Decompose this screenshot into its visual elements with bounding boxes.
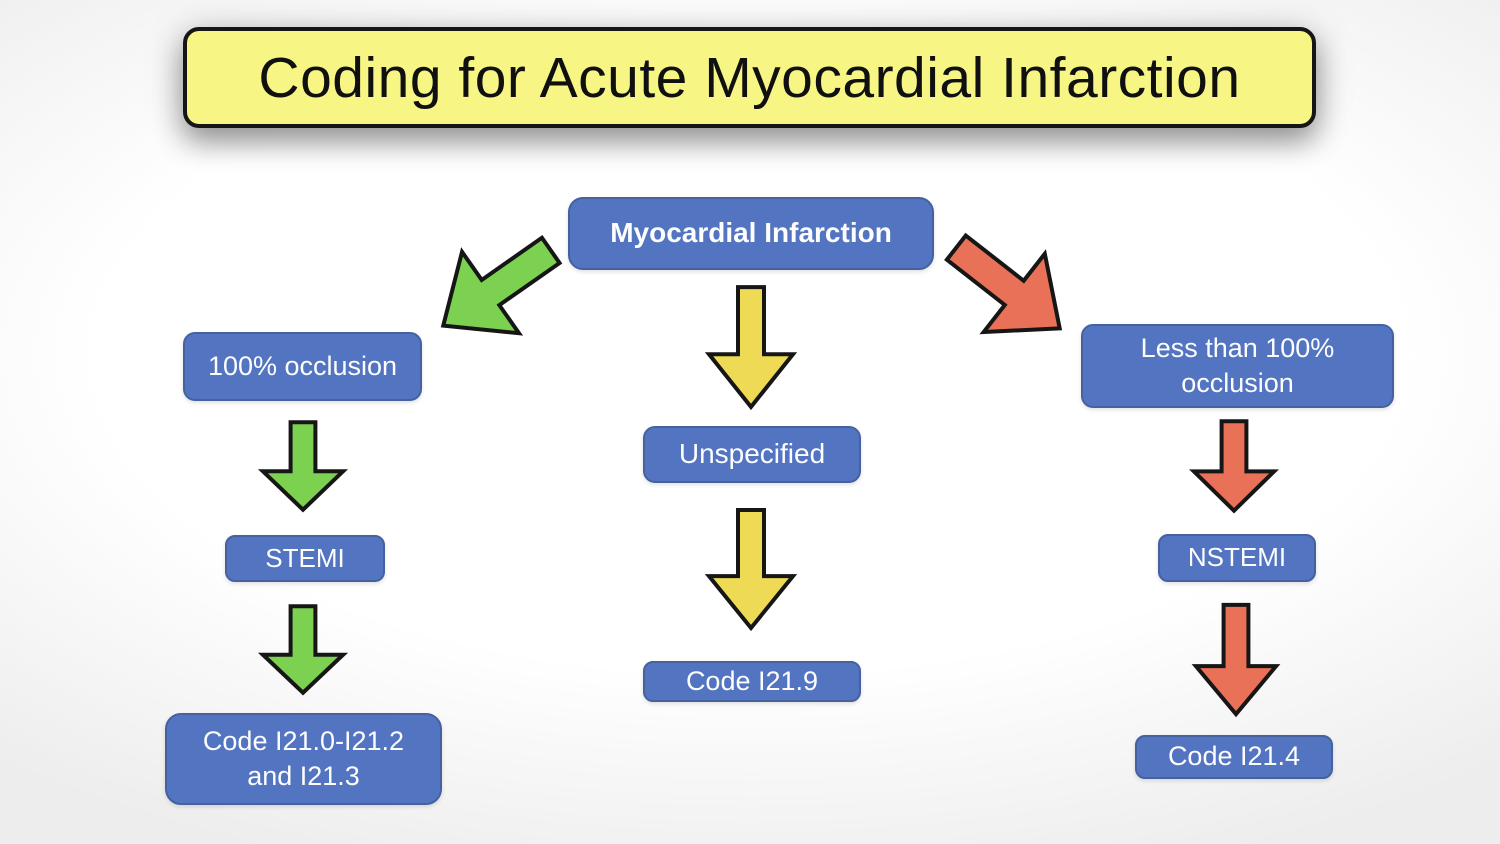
yellow-down-arrow-shape [709, 287, 793, 407]
arrow-stemi-to-code-i210-i213 [261, 604, 345, 695]
red-down-arrow-shape [1194, 421, 1274, 510]
page-title: Coding for Acute Myocardial Infarction [183, 27, 1316, 128]
arrow-less-than-100-to-nstemi [1192, 419, 1276, 513]
node-code-i21-4: Code I21.4 [1135, 735, 1333, 779]
node-less-than-100-occlusion: Less than 100% occlusion [1081, 324, 1394, 408]
node-unspecified: Unspecified [643, 426, 861, 483]
node-myocardial-infarction: Myocardial Infarction [568, 197, 934, 270]
arrow-nstemi-to-code-i214 [1194, 602, 1278, 717]
green-down-arrow-shape [263, 606, 343, 693]
arrow-unspecified-to-code-i219 [707, 507, 795, 631]
red-down-arrow-shape [1196, 605, 1276, 714]
node-code-i21-0-to-i21-3: Code I21.0-I21.2 and I21.3 [165, 713, 442, 805]
arrow-root-to-100-occlusion [411, 206, 584, 370]
node-stemi: STEMI [225, 535, 385, 582]
yellow-down-arrow-shape [709, 510, 793, 628]
green-diagonal-arrow-shape [415, 210, 579, 367]
arrow-100-occlusion-to-stemi [261, 420, 345, 512]
green-down-arrow-shape [263, 422, 343, 509]
node-nstemi: NSTEMI [1158, 534, 1316, 582]
node-code-i21-9: Code I21.9 [643, 661, 861, 702]
arrow-root-to-less-than-100 [922, 205, 1095, 372]
red-diagonal-arrow-shape [926, 208, 1091, 367]
node-100-occlusion: 100% occlusion [183, 332, 422, 401]
arrow-root-to-unspecified [707, 284, 795, 410]
